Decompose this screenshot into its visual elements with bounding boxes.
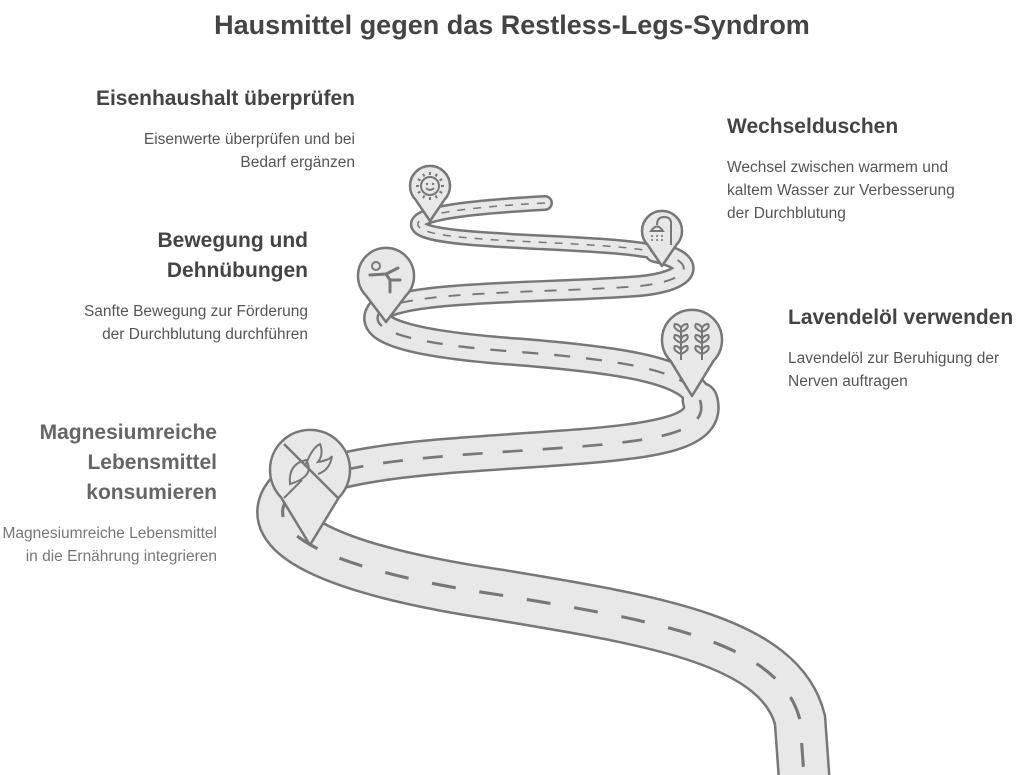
shower-icon: [649, 215, 672, 245]
road-centerline: [379, 251, 685, 313]
pin-lavender-icon: [660, 308, 724, 398]
road-centerline: [417, 202, 656, 253]
step-body: Wechsel zwischen warmem und kaltem Wasse…: [727, 159, 955, 222]
road: [256, 195, 831, 775]
step-exercise: Bewegung und Dehnübungen Sanfte Bewegung…: [58, 226, 308, 346]
step-lavender: Lavendelöl verwenden Lavendelöl zur Beru…: [788, 303, 1018, 393]
road-centerline: [288, 399, 703, 496]
pin-no-leaf-icon: [268, 428, 352, 547]
road-centerline: [281, 493, 806, 775]
stretching-person-icon: [368, 261, 402, 294]
step-magnesium: Magnesiumreiche Lebensmittel konsumieren…: [2, 418, 217, 568]
step-body: Sanfte Bewegung zur Förderung der Durchb…: [83, 303, 308, 343]
step-heading: Wechselduschen: [727, 115, 899, 138]
pin-shower-icon: [640, 209, 684, 268]
lavender-icon: [673, 322, 710, 360]
step-body: Eisenwerte überprüfen und bei Bedarf erg…: [143, 131, 355, 171]
road-surface: [365, 300, 712, 412]
step-heading: Eisenhaushalt überprüfen: [95, 87, 355, 110]
sun-smile-icon: [416, 172, 444, 200]
step-iron: Eisenhaushalt überprüfen Eisenwerte über…: [95, 84, 355, 174]
map-pin-marker: [660, 308, 724, 398]
step-shower: Wechselduschen Wechsel zwischen warmem u…: [727, 112, 977, 225]
no-leaf-icon: [283, 442, 339, 499]
step-heading: Magnesiumreiche Lebensmittel konsumieren: [39, 421, 217, 504]
page-title: Hausmittel gegen das Restless-Legs-Syndr…: [214, 10, 810, 40]
step-body: Lavendelöl zur Beruhigung der Nerven auf…: [788, 350, 1000, 390]
step-heading: Bewegung und Dehnübungen: [157, 229, 309, 282]
road-surface: [258, 471, 828, 775]
pin-stretching-person-icon: [356, 246, 416, 324]
road-surface: [274, 384, 718, 511]
pin-sun-smile-icon: [408, 164, 452, 223]
step-body: Magnesiumreiche Lebensmittel in die Ernä…: [2, 525, 217, 565]
step-heading: Lavendelöl verwenden: [788, 306, 1014, 329]
